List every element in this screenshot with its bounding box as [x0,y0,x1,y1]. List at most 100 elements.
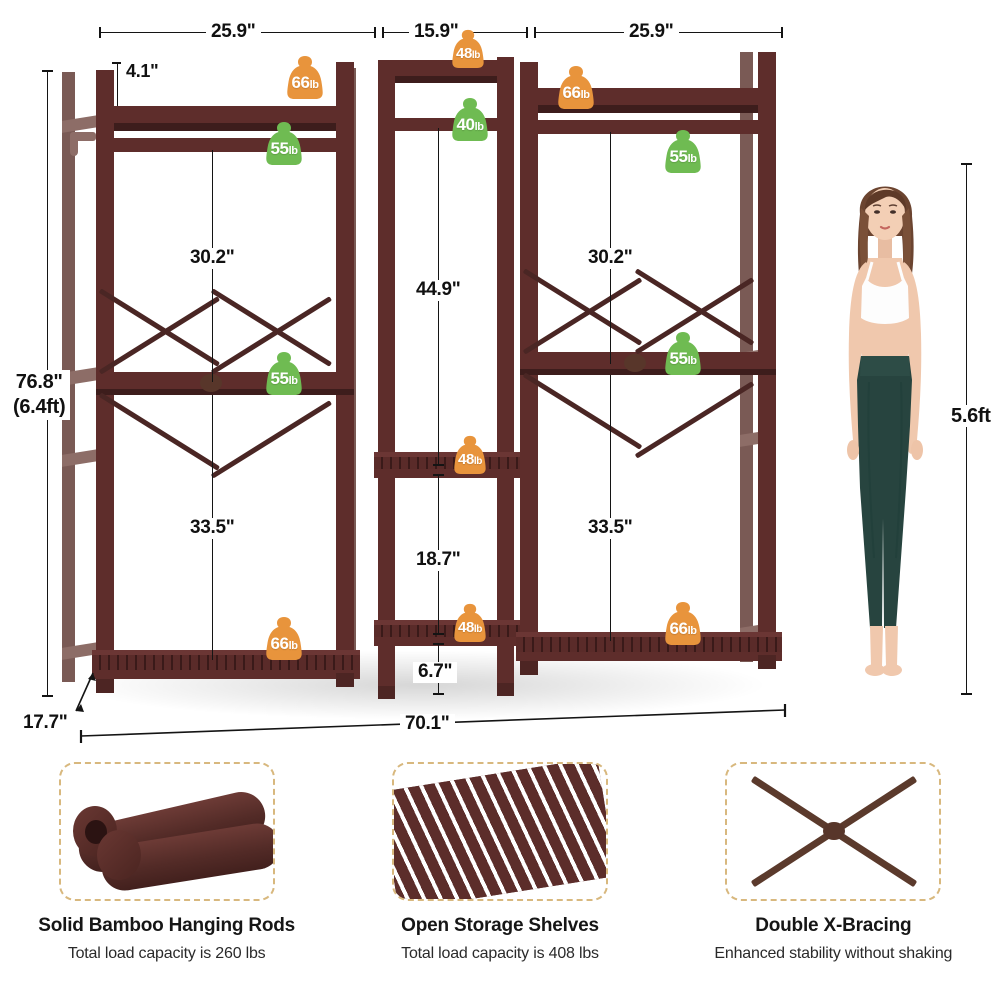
feature-subtitle: Total load capacity is 260 lbs [67,945,266,962]
left-top-rail-shadow [96,123,354,131]
side-hook [70,132,96,141]
right-foot [520,661,538,675]
feature-title: Solid Bamboo Hanging Rods [38,915,296,936]
weight-badge-center-middle-shelf: 48lb [447,434,493,475]
right-hang-rod-upper [520,120,776,134]
shelf-slats [393,764,606,899]
dim-label-depth: 17.7" [18,712,73,734]
x-brace-knot [200,374,222,392]
x-brace [634,381,755,459]
weight-icon [266,122,302,165]
slatted-shelf-icon [391,762,608,901]
dim-cap [961,693,972,695]
right-bottom-shelf [516,637,782,654]
center-lower-shelf-edge [374,620,520,626]
center-post-left [378,62,395,686]
left-foot [336,673,354,687]
center-foot [497,683,514,696]
side-hook-tip [70,138,78,156]
dim-line-right-lower [610,375,611,641]
feature-subtitle: Total load capacity is 408 lbs [401,945,599,962]
x-brace [98,288,221,367]
x-brace-icon [725,762,942,901]
x-brace [98,392,221,471]
weight-badge-label: 40lb [456,115,484,134]
dim-label-right-upper: 30.2" [583,247,638,269]
x-brace-knot [823,822,846,840]
dim-label-top-right: 25.9" [624,21,679,43]
dim-line-person-height [966,164,967,694]
dim-line-width [79,704,787,743]
right-top-rail-shadow [520,105,776,113]
dim-cap [433,693,444,695]
weight-icon [266,617,302,660]
dim-label-person-height: 5.6ft [946,405,996,427]
dim-label-overall-height-inches: 76.8" [15,371,63,393]
weight-icon [266,352,302,395]
feature-title: Double X-Bracing [755,915,912,936]
dim-cap [433,633,444,635]
feature-item-hanging-rods: Solid Bamboo Hanging Rods Total load cap… [0,762,333,1000]
weight-badge-left-bottom-shelf: 66lb [258,615,310,661]
dim-label-center-bottom: 6.7" [413,661,458,683]
weight-badge-label: 66lb [669,619,697,638]
left-bottom-shelf-rail [92,670,360,679]
dim-label-top-left: 25.9" [206,21,261,43]
weight-badge-label: 48lb [458,451,482,468]
center-top-rail-shadow [378,76,514,83]
weight-badge-label: 48lb [458,619,482,636]
dim-cap [526,27,528,38]
dim-label-right-lower: 33.5" [583,517,638,539]
right-middle-rail [520,352,776,369]
weight-icon [454,603,486,642]
feature-item-x-bracing: Double X-Bracing Enhanced stability with… [667,762,1000,1000]
weight-icon [558,66,594,109]
right-foot [758,655,776,669]
center-lower-shelf-rail [374,637,520,646]
dim-label-left-lower: 33.5" [185,517,240,539]
dim-cap [374,27,376,38]
weight-badge-label: 55lb [669,349,697,368]
dim-cap [42,695,53,697]
left-middle-rail [96,372,354,389]
x-brace [522,372,643,450]
dim-line-rail-gap [117,63,118,109]
dim-label-center-mid: 18.7" [411,549,466,571]
feature-title: Open Storage Shelves [401,915,599,936]
weight-badge-left-middle-rod: 55lb [258,350,310,396]
weight-icon [287,56,323,99]
dim-label-overall-height: 76.8" (6.4ft) [8,370,71,420]
left-hang-rod-upper [96,138,354,152]
weight-badge-label: 55lb [669,147,697,166]
weight-badge-label: 66lb [562,83,590,102]
x-brace [210,400,333,479]
right-middle-rail-shadow [520,369,776,375]
weight-badge-label: 55lb [270,369,298,388]
weight-badge-right-upper-rod: 55lb [657,128,709,174]
dim-label-left-upper: 30.2" [185,247,240,269]
dim-cap [433,464,444,466]
weight-icon [452,98,488,141]
rod-end-front [96,830,141,880]
weight-icon [665,130,701,173]
left-foot [96,679,114,693]
weight-badge-label: 55lb [270,139,298,158]
dim-label-top-center: 15.9" [409,21,464,43]
center-post-right [497,57,514,683]
weight-badge-right-top-shelf: 66lb [550,64,602,110]
left-middle-rail-shadow [96,389,354,395]
center-foot [378,686,395,699]
x-brace [522,268,643,346]
weight-badge-label: 66lb [270,634,298,653]
feature-list: Solid Bamboo Hanging Rods Total load cap… [0,762,1000,1000]
weight-icon [665,332,701,375]
bamboo-rod-icon [58,762,275,901]
weight-icon [452,29,484,68]
weight-badge-right-middle-rod: 55lb [657,330,709,376]
dim-label-rail-gap: 4.1" [121,61,164,82]
weight-badge-right-bottom-shelf: 66lb [657,600,709,646]
center-middle-shelf-edge [374,452,520,458]
dim-line-depth [75,672,96,712]
weight-badge-center-upper-rod: 40lb [444,96,496,142]
